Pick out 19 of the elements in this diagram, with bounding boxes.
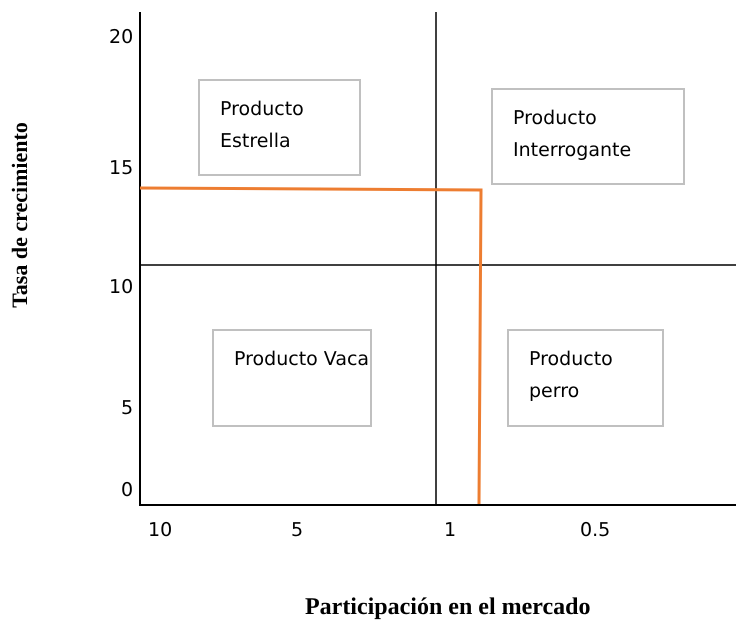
axis-tick-label: 20 <box>109 26 134 48</box>
axis-title: Tasa de crecimiento <box>6 122 32 308</box>
axis-tick-label: 5 <box>121 397 134 419</box>
quadrant-box <box>198 79 361 176</box>
axis-tick-label: 0.5 <box>580 519 610 541</box>
quadrant-label: Producto Interrogante <box>513 106 632 163</box>
axis-tick-label: 10 <box>148 519 172 541</box>
quadrant-box <box>507 329 664 427</box>
quadrant-label: Producto Estrella <box>220 97 305 154</box>
axis-tick-label: 15 <box>109 157 134 179</box>
quadrant-label: Producto perro <box>529 347 614 404</box>
axis-tick-label: 10 <box>109 276 134 298</box>
quadrant-label: Producto Vaca <box>234 347 370 372</box>
axis-title: Participación en el mercado <box>305 594 590 620</box>
axis-tick-label: 0 <box>121 479 134 501</box>
axis-tick-label: 1 <box>444 519 456 541</box>
quadrant-box <box>212 329 372 427</box>
quadrant-box <box>491 88 685 185</box>
axis-tick-label: 5 <box>291 519 304 541</box>
